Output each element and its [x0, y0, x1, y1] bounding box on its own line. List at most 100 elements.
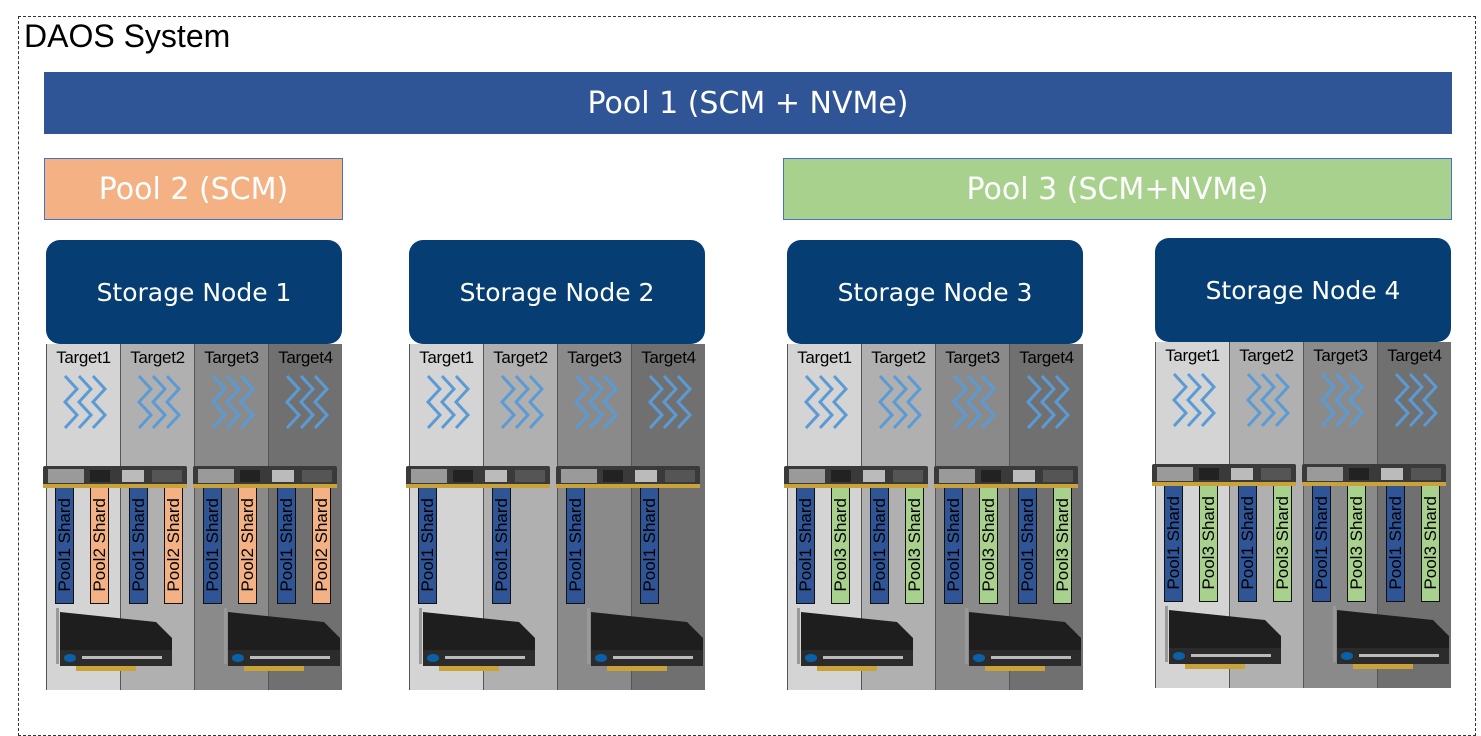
shard-label: Pool2 Shard — [238, 486, 257, 604]
shard-label: Pool1 Shard — [944, 486, 963, 604]
shard-label: Pool3 Shard — [1273, 484, 1292, 602]
zigzag-arrow-icon — [644, 374, 696, 430]
storage-node-4: Storage Node 4 — [1155, 238, 1451, 342]
zigzag-arrow-icon — [1168, 372, 1220, 428]
shard-label-text: Pool3 Shard — [978, 498, 998, 592]
shard-label-text: Pool1 Shard — [1237, 496, 1257, 590]
shard-label: Pool1 Shard — [1386, 484, 1405, 602]
shard-label-text: Pool2 Shard — [163, 498, 183, 592]
optane-ssd-card-icon — [577, 608, 705, 672]
shard-label-text: Pool1 Shard — [869, 498, 889, 592]
shard-label-text: Pool1 Shard — [417, 498, 437, 592]
pool2-bar: Pool 2 (SCM) — [44, 158, 343, 220]
zigzag-arrow-icon — [800, 374, 852, 430]
shard-label-text: Pool3 Shard — [1052, 498, 1072, 592]
optane-dimm-icon — [1151, 460, 1297, 488]
zigzag-arrow-icon — [281, 374, 333, 430]
shard-label-text: Pool1 Shard — [795, 498, 815, 592]
shard-label: Pool1 Shard — [129, 486, 148, 604]
optane-dimm-icon — [405, 462, 551, 490]
shard-label-text: Pool1 Shard — [1017, 498, 1037, 592]
pool2-label: Pool 2 (SCM) — [98, 171, 289, 207]
shard-label-text: Pool2 Shard — [237, 498, 257, 592]
target-label: Target4 — [1387, 346, 1442, 365]
shard-label: Pool1 Shard — [1238, 484, 1257, 602]
target-label: Target3 — [1313, 346, 1368, 365]
storage-node-label: Storage Node 3 — [837, 277, 1033, 307]
shard-label-text: Pool1 Shard — [1163, 496, 1183, 590]
shard-label-text: Pool3 Shard — [1346, 496, 1366, 590]
optane-ssd-card-icon — [214, 608, 342, 672]
zigzag-arrow-icon — [1316, 372, 1368, 428]
storage-node-label: Storage Node 1 — [96, 277, 292, 307]
shard-label: Pool2 Shard — [90, 486, 109, 604]
shard-label: Pool1 Shard — [796, 486, 815, 604]
shard-label-text: Pool1 Shard — [1385, 496, 1405, 590]
shard-label-text: Pool3 Shard — [1198, 496, 1218, 590]
shard-label: Pool1 Shard — [640, 486, 659, 604]
shard-label-text: Pool1 Shard — [943, 498, 963, 592]
shard-label: Pool3 Shard — [831, 486, 850, 604]
target-label: Target4 — [641, 348, 696, 367]
shard-label: Pool1 Shard — [492, 486, 511, 604]
shard-label-text: Pool1 Shard — [565, 498, 585, 592]
shard-label: Pool1 Shard — [1018, 486, 1037, 604]
target-label: Target4 — [1019, 348, 1074, 367]
optane-ssd-card-icon — [1155, 606, 1283, 670]
shard-label-text: Pool3 Shard — [1420, 496, 1440, 590]
shard-label-text: Pool3 Shard — [1272, 496, 1292, 590]
shard-label-text: Pool2 Shard — [311, 498, 331, 592]
optane-ssd-card-icon — [46, 608, 174, 672]
optane-dimm-icon — [42, 462, 188, 490]
shard-label-text: Pool1 Shard — [202, 498, 222, 592]
zigzag-arrow-icon — [570, 374, 622, 430]
target-label: Target2 — [871, 348, 926, 367]
optane-dimm-icon — [783, 462, 929, 490]
shard-label: Pool3 Shard — [1347, 484, 1366, 602]
shard-label: Pool1 Shard — [1164, 484, 1183, 602]
shard-label: Pool1 Shard — [203, 486, 222, 604]
optane-ssd-card-icon — [955, 608, 1083, 672]
shard-label-text: Pool2 Shard — [89, 498, 109, 592]
target-label: Target1 — [797, 348, 852, 367]
optane-dimm-icon — [1301, 460, 1447, 488]
zigzag-arrow-icon — [1242, 372, 1294, 428]
target-label: Target1 — [419, 348, 474, 367]
pool1-label: Pool 1 (SCM + NVMe) — [587, 85, 909, 121]
shard-label: Pool1 Shard — [566, 486, 585, 604]
optane-ssd-card-icon — [409, 608, 537, 672]
shard-label: Pool1 Shard — [1312, 484, 1331, 602]
optane-ssd-card-icon — [1323, 606, 1451, 670]
shard-label-text: Pool1 Shard — [54, 498, 74, 592]
shard-label: Pool3 Shard — [979, 486, 998, 604]
zigzag-arrow-icon — [496, 374, 548, 430]
shard-label-text: Pool1 Shard — [639, 498, 659, 592]
zigzag-arrow-icon — [948, 374, 1000, 430]
target-label: Target1 — [1165, 346, 1220, 365]
zigzag-arrow-icon — [133, 374, 185, 430]
shard-label: Pool2 Shard — [164, 486, 183, 604]
pool1-bar: Pool 1 (SCM + NVMe) — [44, 72, 1452, 134]
shard-label: Pool3 Shard — [905, 486, 924, 604]
shard-label-text: Pool1 Shard — [276, 498, 296, 592]
shard-label: Pool2 Shard — [312, 486, 331, 604]
zigzag-arrow-icon — [207, 374, 259, 430]
shard-label: Pool1 Shard — [277, 486, 296, 604]
zigzag-arrow-icon — [1390, 372, 1442, 428]
shard-label: Pool3 Shard — [1199, 484, 1218, 602]
zigzag-arrow-icon — [874, 374, 926, 430]
optane-dimm-icon — [555, 462, 701, 490]
target-label: Target2 — [493, 348, 548, 367]
target-label: Target3 — [204, 348, 259, 367]
shard-label-text: Pool3 Shard — [830, 498, 850, 592]
target-label: Target3 — [567, 348, 622, 367]
zigzag-arrow-icon — [59, 374, 111, 430]
target-label: Target2 — [130, 348, 185, 367]
zigzag-arrow-icon — [1022, 374, 1074, 430]
shard-label: Pool1 Shard — [870, 486, 889, 604]
zigzag-arrow-icon — [422, 374, 474, 430]
